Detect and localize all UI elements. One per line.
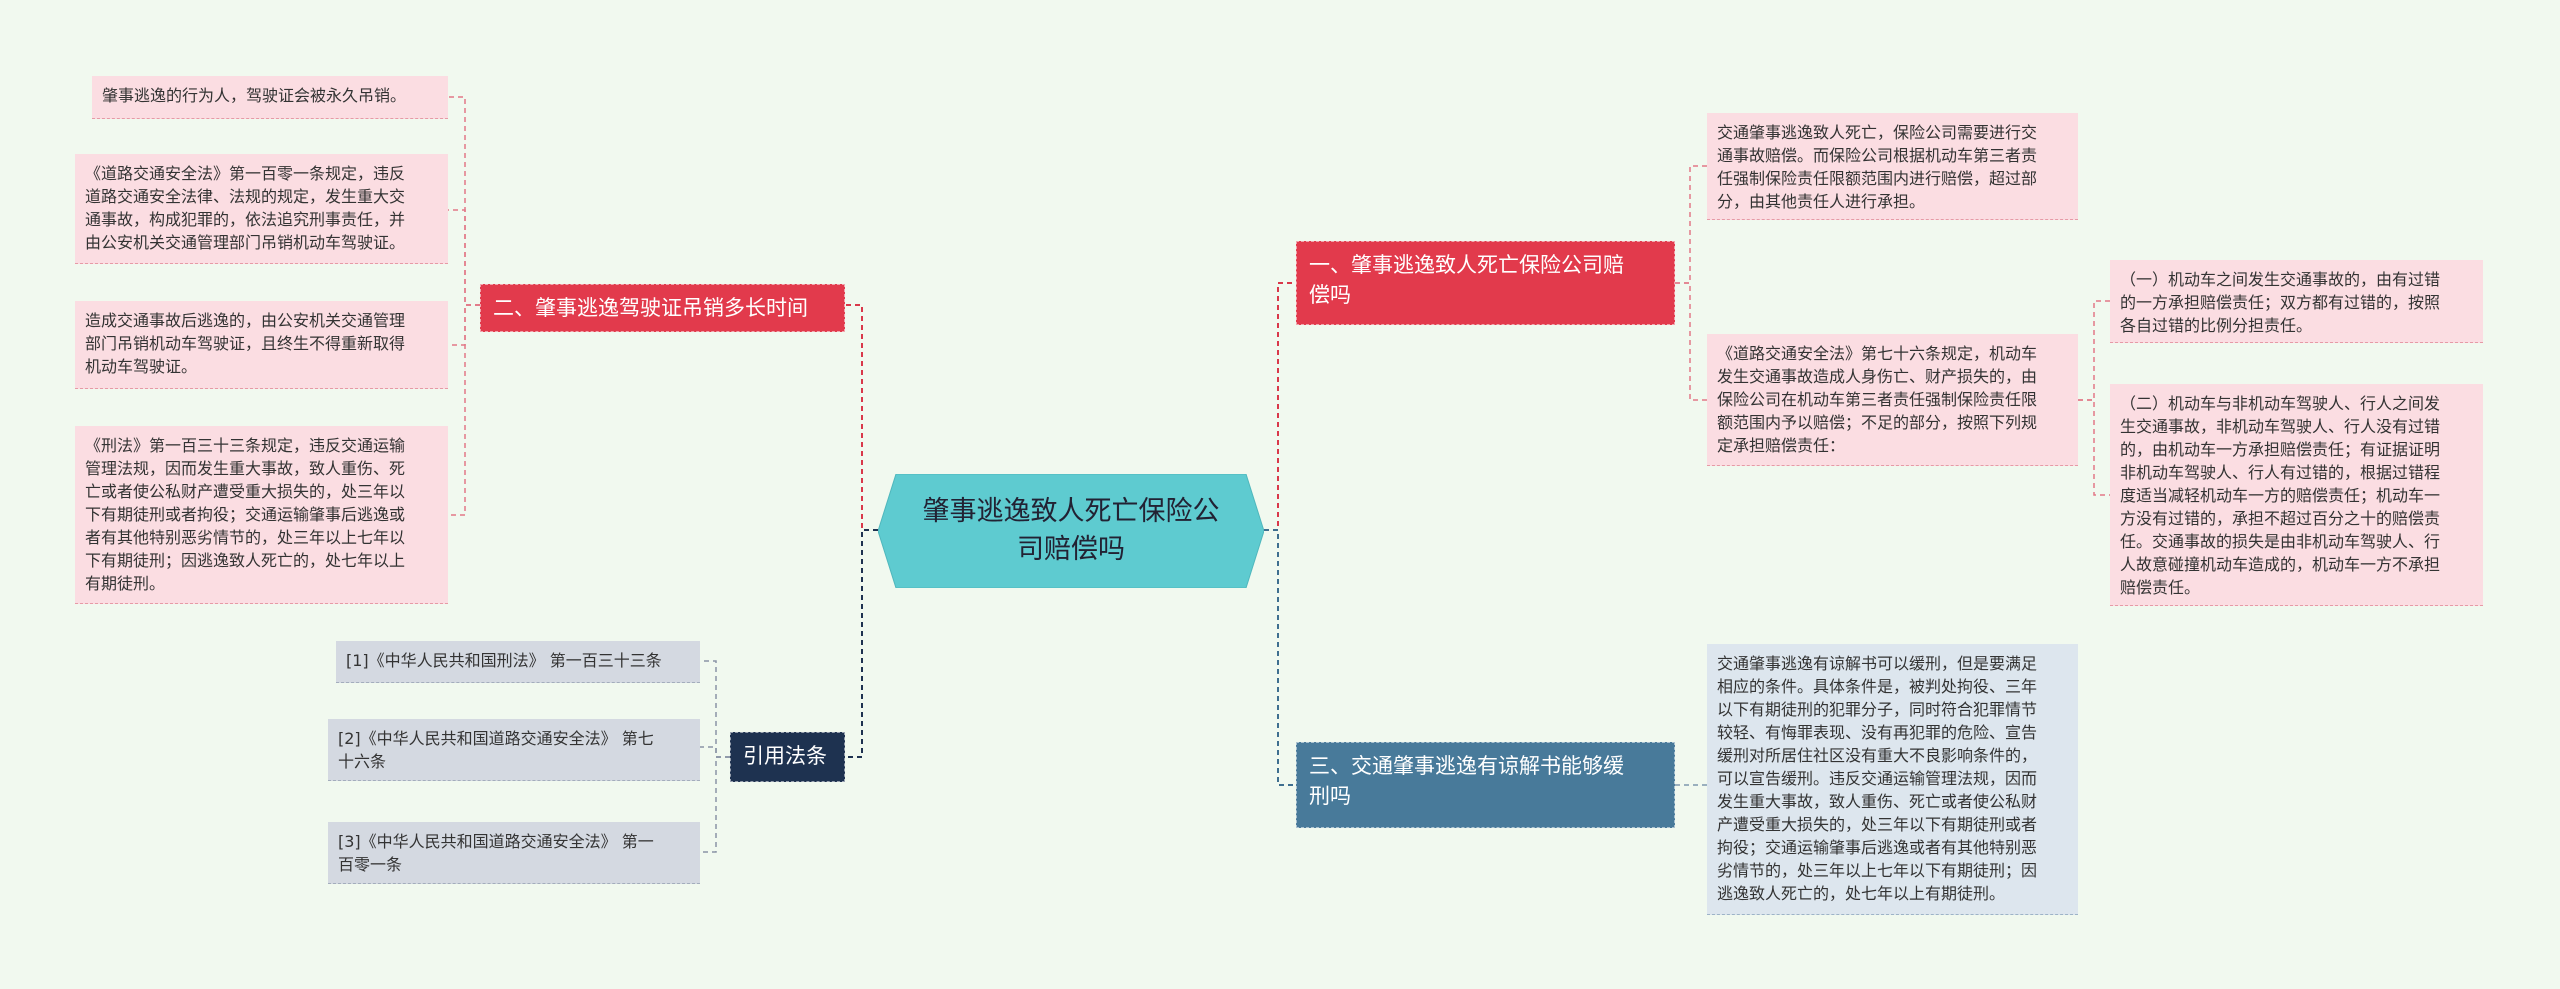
- branch-insurance-compensation[interactable]: 一、肇事逃逸致人死亡保险公司赔 偿吗: [1296, 241, 1675, 325]
- leaf-text: 交通肇事逃逸有谅解书可以缓刑，但是要满足 相应的条件。具体条件是，被判处拘役、三…: [1717, 654, 2038, 903]
- branch-title: 二、肇事逃逸驾驶证吊销多长时间: [493, 296, 808, 320]
- leaf-text: 交通肇事逃逸致人死亡，保险公司需要进行交 通事故赔偿。而保险公司根据机动车第三者…: [1717, 123, 2038, 211]
- branch-license-revocation[interactable]: 二、肇事逃逸驾驶证吊销多长时间: [480, 284, 845, 332]
- leaf-probation-conditions: 交通肇事逃逸有谅解书可以缓刑，但是要满足 相应的条件。具体条件是，被判处拘役、三…: [1707, 644, 2078, 915]
- leaf-text: （二）机动车与非机动车驾驶人、行人之间发 生交通事故，非机动车驾驶人、行人没有过…: [2120, 394, 2441, 597]
- leaf-text: （一）机动车之间发生交通事故的，由有过错 的一方承担赔偿责任；双方都有过错的，按…: [2120, 270, 2441, 335]
- leaf-citation-traffic-law-101[interactable]: [3]《中华人民共和国道路交通安全法》 第一 百零一条: [328, 822, 700, 884]
- leaf-insurance-answer: 交通肇事逃逸致人死亡，保险公司需要进行交 通事故赔偿。而保险公司根据机动车第三者…: [1707, 113, 2078, 220]
- leaf-traffic-law-article-76: 《道路交通安全法》第七十六条规定，机动车 发生交通事故造成人身伤亡、财产损失的，…: [1707, 334, 2078, 466]
- leaf-text: 《道路交通安全法》第七十六条规定，机动车 发生交通事故造成人身伤亡、财产损失的，…: [1717, 344, 2038, 455]
- branch-cited-laws[interactable]: 引用法条: [730, 732, 845, 782]
- branch-title: 一、肇事逃逸致人死亡保险公司赔 偿吗: [1309, 253, 1624, 307]
- leaf-text: [2]《中华人民共和国道路交通安全法》 第七 十六条: [338, 729, 654, 771]
- leaf-text: 肇事逃逸的行为人，驾驶证会被永久吊销。: [102, 86, 407, 105]
- central-topic-title: 肇事逃逸致人死亡保险公 司赔偿吗: [922, 496, 1220, 565]
- leaf-text: [1]《中华人民共和国刑法》 第一百三十三条: [346, 651, 662, 670]
- leaf-citation-criminal-law[interactable]: [1]《中华人民共和国刑法》 第一百三十三条: [336, 641, 700, 683]
- leaf-article-76-clause-2: （二）机动车与非机动车驾驶人、行人之间发 生交通事故，非机动车驾驶人、行人没有过…: [2110, 384, 2483, 606]
- leaf-text: [3]《中华人民共和国道路交通安全法》 第一 百零一条: [338, 832, 654, 874]
- leaf-traffic-law-article-101: 《道路交通安全法》第一百零一条规定，违反 道路交通安全法律、法规的规定，发生重大…: [75, 154, 448, 264]
- leaf-lifetime-ban: 造成交通事故后逃逸的，由公安机关交通管理 部门吊销机动车驾驶证，且终生不得重新取…: [75, 301, 448, 389]
- central-topic[interactable]: 肇事逃逸致人死亡保险公 司赔偿吗: [878, 474, 1264, 588]
- leaf-criminal-law-article-133: 《刑法》第一百三十三条规定，违反交通运输 管理法规，因而发生重大事故，致人重伤、…: [75, 426, 448, 604]
- leaf-article-76-clause-1: （一）机动车之间发生交通事故的，由有过错 的一方承担赔偿责任；双方都有过错的，按…: [2110, 260, 2483, 343]
- leaf-text: 《道路交通安全法》第一百零一条规定，违反 道路交通安全法律、法规的规定，发生重大…: [85, 164, 406, 252]
- central-topic-shape: [878, 474, 1264, 588]
- branch-title: 三、交通肇事逃逸有谅解书能够缓 刑吗: [1309, 754, 1624, 808]
- branch-probation-with-forgiveness[interactable]: 三、交通肇事逃逸有谅解书能够缓 刑吗: [1296, 742, 1675, 828]
- branch-title: 引用法条: [743, 744, 827, 768]
- leaf-license-permanent-revocation: 肇事逃逸的行为人，驾驶证会被永久吊销。: [92, 76, 448, 119]
- leaf-text: 造成交通事故后逃逸的，由公安机关交通管理 部门吊销机动车驾驶证，且终生不得重新取…: [85, 311, 406, 376]
- leaf-citation-traffic-law-76[interactable]: [2]《中华人民共和国道路交通安全法》 第七 十六条: [328, 719, 700, 781]
- leaf-text: 《刑法》第一百三十三条规定，违反交通运输 管理法规，因而发生重大事故，致人重伤、…: [85, 436, 406, 593]
